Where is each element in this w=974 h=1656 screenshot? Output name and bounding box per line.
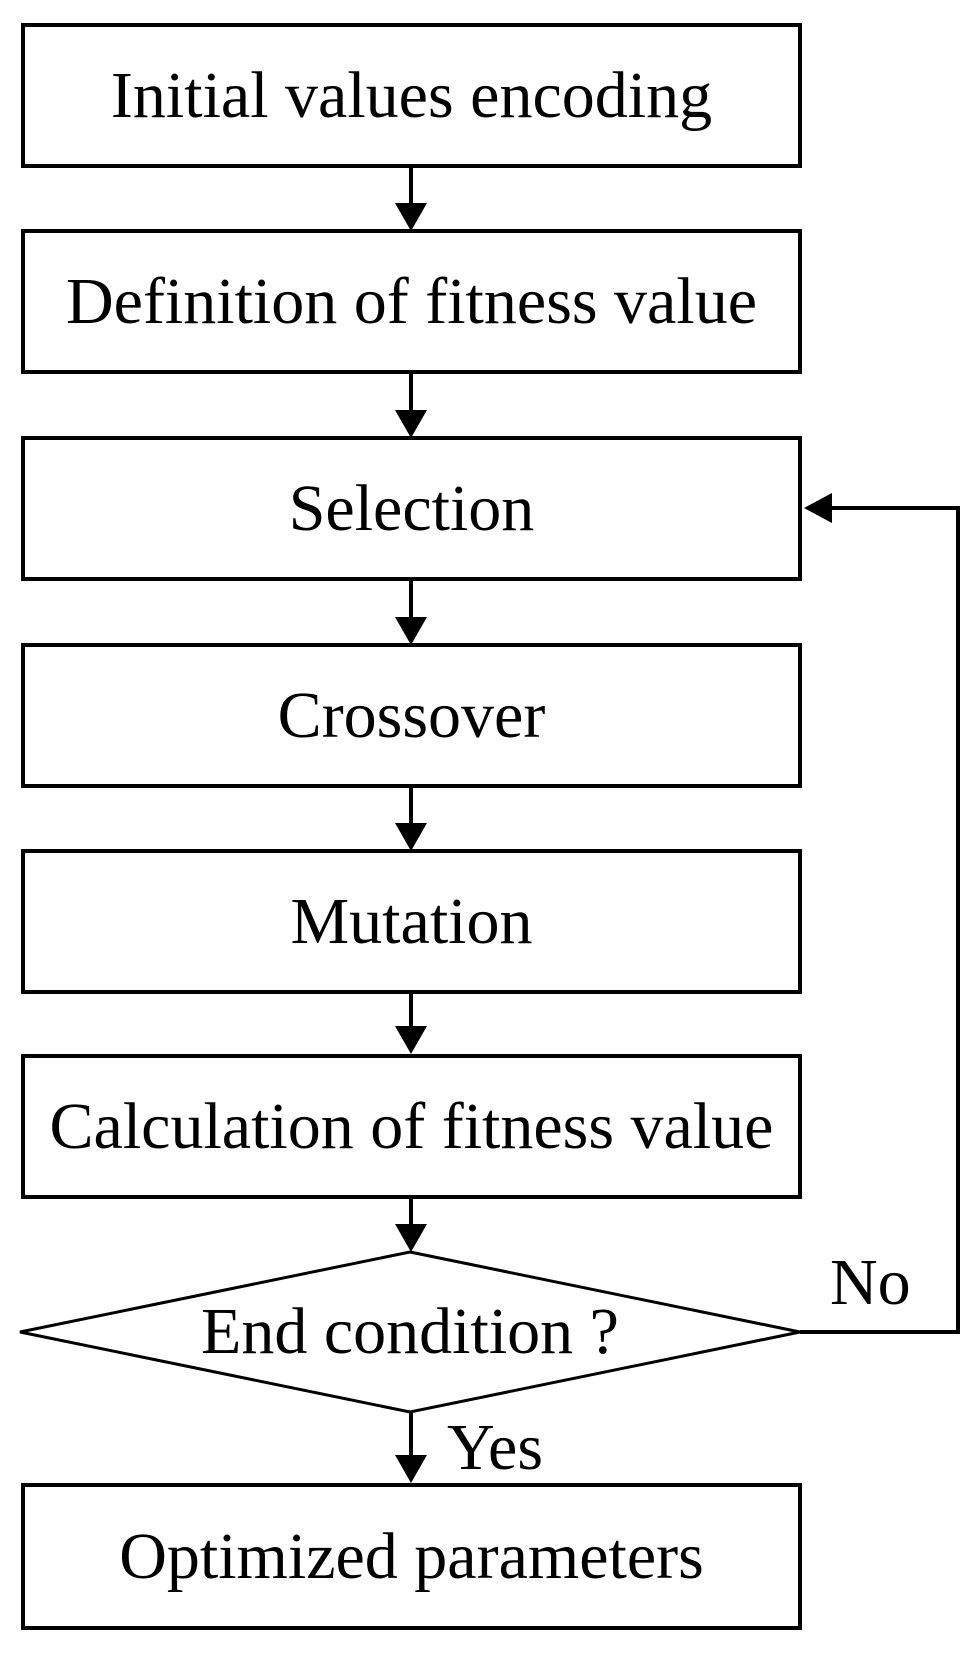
arrow-down-icon	[395, 787, 427, 851]
process-box-label: Definition of fitness value	[65, 264, 757, 338]
decision-end-condition: End condition ?	[60, 1260, 760, 1404]
arrow-down-icon	[395, 373, 427, 438]
process-box-crossover: Crossover	[21, 643, 802, 788]
yes-branch-label: Yes	[447, 1411, 544, 1484]
no-branch-label: No	[830, 1246, 911, 1319]
no-branch-loop-line	[800, 493, 960, 1334]
process-box-label: Crossover	[277, 678, 546, 752]
process-box-label: Optimized parameters	[119, 1519, 704, 1593]
arrow-left-icon	[804, 493, 832, 523]
arrow-down-icon	[395, 1199, 427, 1252]
process-box-label: Selection	[288, 471, 535, 545]
process-box-label: Mutation	[290, 884, 533, 958]
process-box-selection: Selection	[21, 436, 802, 581]
arrow-down-icon	[395, 994, 427, 1054]
process-box-label: Initial values encoding	[110, 58, 713, 132]
process-box-label: Calculation of fitness value	[49, 1089, 774, 1163]
decision-label: End condition ?	[201, 1295, 619, 1368]
arrow-down-icon	[395, 167, 427, 231]
process-box-initial-values-encoding: Initial values encoding	[21, 23, 802, 168]
process-box-definition-of-fitness-value: Definition of fitness value	[21, 229, 802, 374]
process-box-optimized-parameters: Optimized parameters	[21, 1483, 802, 1630]
arrow-down-icon	[395, 580, 427, 645]
process-box-mutation: Mutation	[21, 849, 802, 994]
arrow-down-icon	[395, 1412, 427, 1483]
process-box-calculation-of-fitness-value: Calculation of fitness value	[21, 1054, 802, 1199]
